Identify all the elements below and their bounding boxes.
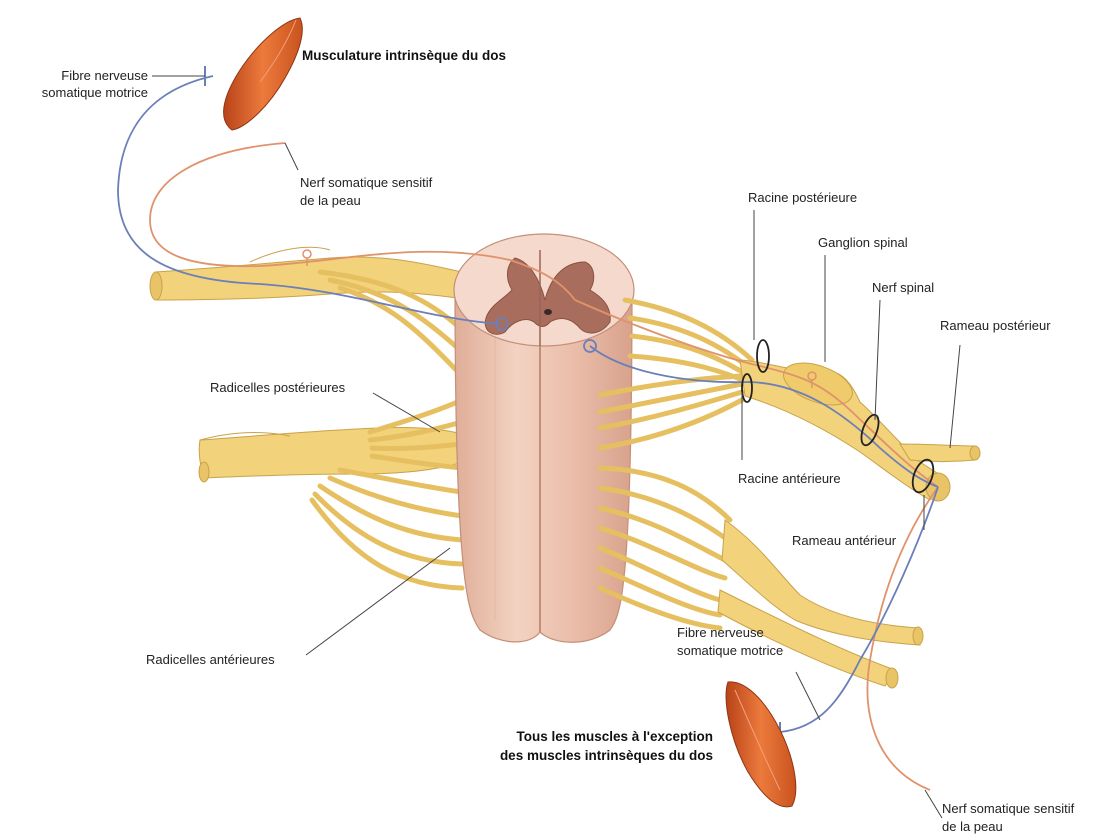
left-upper-nerve-trunk	[150, 247, 470, 300]
label-fibre-top-2: somatique motrice	[42, 85, 148, 100]
label-nerf-top-1: Nerf somatique sensitif	[300, 175, 433, 190]
posterior-ramus	[900, 444, 975, 462]
label-muscle-bottom-1: Tous les muscles à l'exception	[516, 729, 713, 744]
label-racine-anterieure: Racine antérieure	[738, 471, 841, 486]
spinal-cord-top-section	[454, 234, 634, 346]
label-nerf-top-2: de la peau	[300, 193, 361, 208]
spinal-cord	[454, 234, 634, 642]
label-racine-posterieure: Racine postérieure	[748, 190, 857, 205]
label-fibre-bottom-2: somatique motrice	[677, 643, 783, 658]
label-fibre-bottom-1: Fibre nerveuse	[677, 625, 764, 640]
muscle-bottom-icon	[726, 682, 796, 807]
label-rameau-posterieur: Rameau postérieur	[940, 318, 1051, 333]
left-middle-nerve-trunk	[199, 427, 470, 482]
label-nerf-spinal: Nerf spinal	[872, 280, 934, 295]
label-muscle-top: Musculature intrinsèque du dos	[302, 48, 506, 63]
label-ganglion-spinal: Ganglion spinal	[818, 235, 908, 250]
muscle-top-icon	[224, 18, 303, 130]
label-radicelles-anterieures: Radicelles antérieures	[146, 652, 275, 667]
label-rameau-anterieur: Rameau antérieur	[792, 533, 897, 548]
label-nerf-bottom-2: de la peau	[942, 819, 1003, 834]
label-fibre-top-1: Fibre nerveuse	[61, 68, 148, 83]
label-muscle-bottom-2: des muscles intrinsèques du dos	[500, 748, 713, 763]
label-radicelles-posterieures: Radicelles postérieures	[210, 380, 346, 395]
label-nerf-bottom-1: Nerf somatique sensitif	[942, 801, 1075, 816]
left-anterior-rootlets	[312, 470, 462, 588]
